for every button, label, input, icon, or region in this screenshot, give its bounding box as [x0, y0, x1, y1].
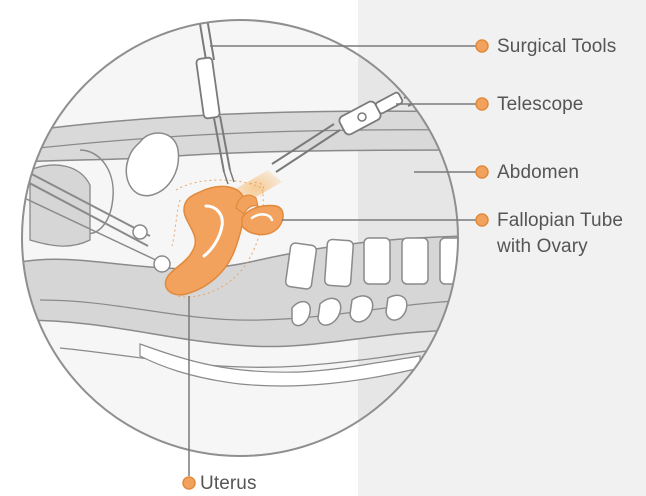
label-telescope: Telescope — [497, 93, 583, 116]
label-abdomen: Abdomen — [497, 161, 579, 184]
abdomen-dot — [476, 166, 488, 178]
label-uterus: Uterus — [200, 472, 257, 495]
uterus-dot — [183, 477, 195, 489]
label-with-ovary: with Ovary — [497, 235, 588, 258]
telescope-dot — [476, 98, 488, 110]
surgical-tools-dot — [476, 40, 488, 52]
label-surgical-tools: Surgical Tools — [497, 35, 616, 58]
fallopian-dot — [476, 214, 488, 226]
label-fallopian-tube: Fallopian Tube — [497, 209, 623, 232]
